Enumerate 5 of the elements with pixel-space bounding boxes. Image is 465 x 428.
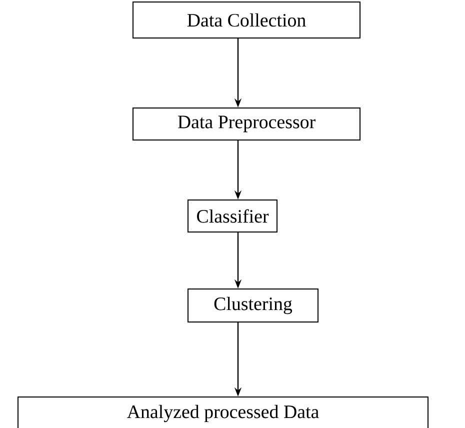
process-box: Classifier xyxy=(188,200,278,232)
process-box: Clustering xyxy=(188,288,318,322)
process-box: Analyzed processed Data xyxy=(18,396,428,428)
process-box: Data Collection xyxy=(132,2,360,38)
process-box: Data Preprocessor xyxy=(132,108,360,140)
